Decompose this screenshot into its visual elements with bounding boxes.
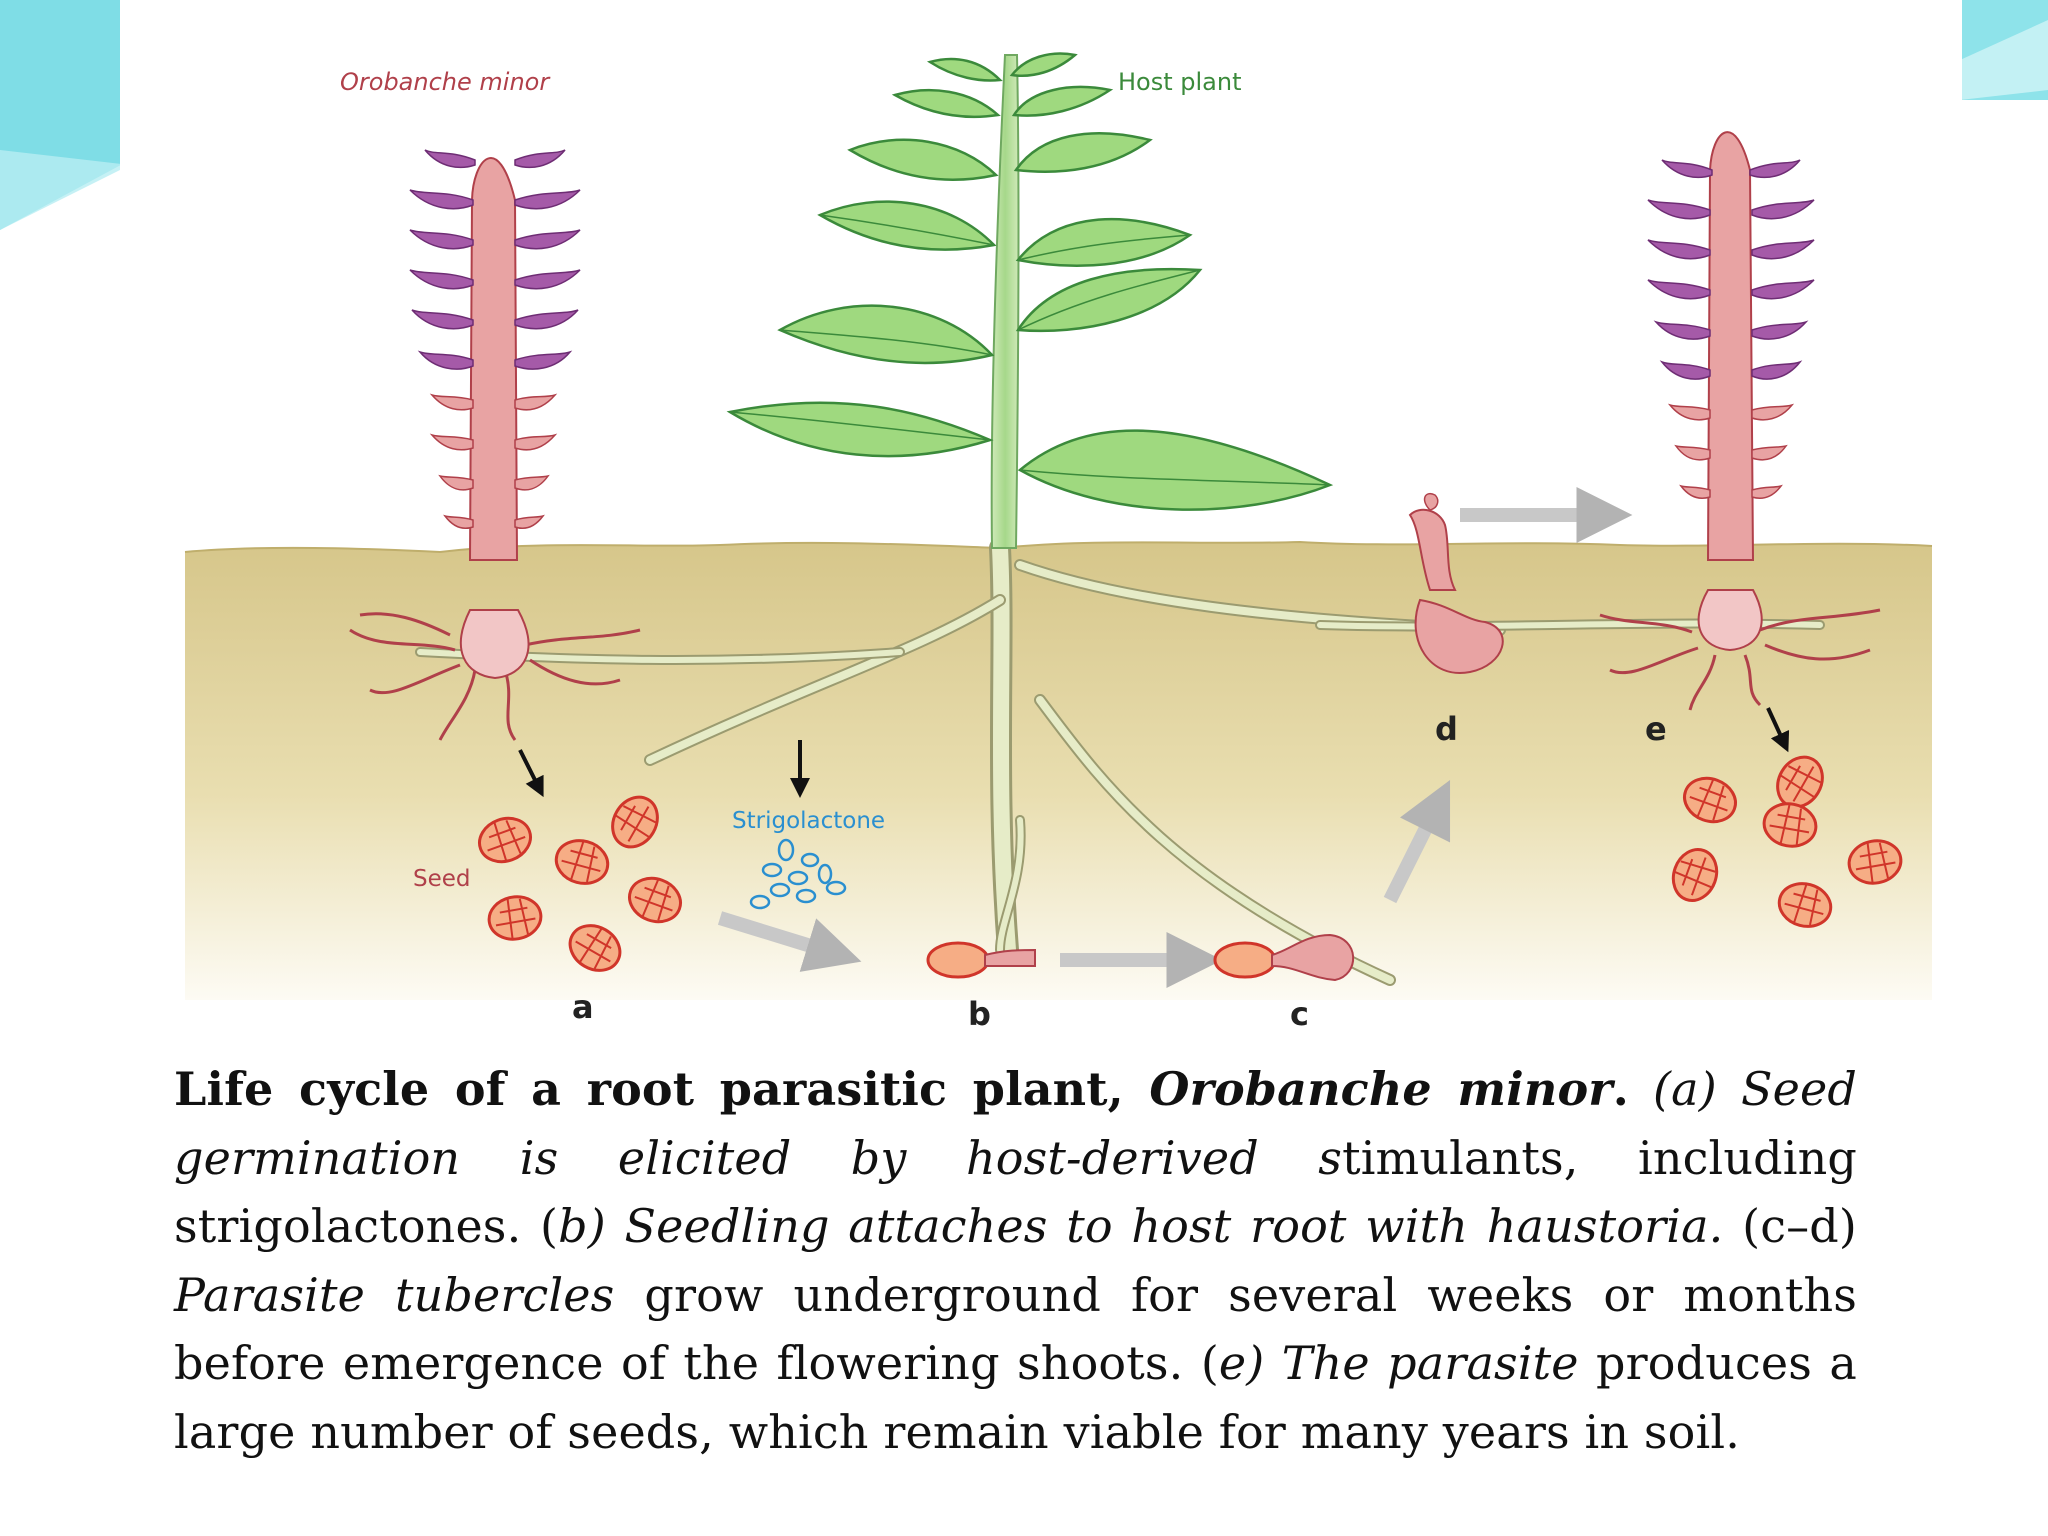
caption-stage-e-rest: produces a large number of seeds, which … [174,1336,1857,1459]
caption-stage-cd-rest: grow underground for several weeks or mo… [174,1267,1857,1391]
seed [1776,755,1824,809]
seedling-c [1213,933,1355,982]
label-stage-b: b [968,995,991,1033]
soil [185,542,1932,1000]
figure-caption: Life cycle of a root parasitic plant, Or… [174,1055,1857,1466]
caption-stage-cd-italic: Parasite tubercles [174,1267,615,1322]
caption-stage-b: b) Seedling attaches to host root with h… [558,1199,1724,1253]
caption-stage-a-rest: timulants, including strigolactones. ( [174,1130,1857,1254]
label-stage-e: e [1645,710,1667,748]
caption-title-dot: . [1612,1062,1629,1116]
seed [1777,882,1833,928]
black-arrows [518,707,1790,798]
seed [1847,839,1903,885]
seed [478,816,532,864]
seeds-stage-a [478,795,682,972]
host-roots [415,537,1825,986]
label-seed: Seed [413,866,471,892]
life-cycle-diagram: Orobanche minor Host plant Seed Strigola… [184,52,1933,1033]
label-stage-c: c [1290,995,1309,1033]
seeds-stage-e [1671,755,1903,928]
corner-decoration-left [0,0,130,230]
caption-title: Life cycle of a root parasitic plant, [174,1062,1150,1116]
tubercle-d [1408,493,1504,675]
caption-species: Orobanche minor [1149,1062,1613,1116]
label-host-plant: Host plant [1118,68,1242,96]
seed [628,876,682,924]
caption-stage-a: a) Seed germination is elicited by host-… [174,1062,1857,1185]
strigolactone-molecules [749,838,847,910]
host-leaves [726,52,1334,511]
caption-stage-a-open: ( [1628,1062,1672,1116]
seed [568,924,622,972]
seed [554,839,610,885]
seed [1683,776,1737,824]
leaf-veins [729,214,1331,486]
host-stem [990,54,1020,549]
seed [1671,848,1719,902]
caption-stage-e-italic: e) The parasite [1218,1336,1579,1390]
gray-arrows [717,487,1633,988]
orobanche-plant-left [349,149,641,741]
seed [487,895,543,941]
label-stage-a: a [572,988,594,1026]
seed [611,795,659,849]
label-strigolactone: Strigolactone [732,808,885,834]
label-stage-d: d [1435,710,1458,748]
seed [1762,802,1818,848]
orobanche-plant-right [1599,131,1881,711]
life-cycle-figure: Orobanche minor Host plant Seed Strigola… [120,0,1962,1058]
corner-decoration-right [1960,0,2048,100]
caption-stage-cd-open: (c–d) [1723,1199,1857,1253]
label-orobanche-minor: Orobanche minor [340,68,551,96]
seedling-b [926,941,1036,979]
